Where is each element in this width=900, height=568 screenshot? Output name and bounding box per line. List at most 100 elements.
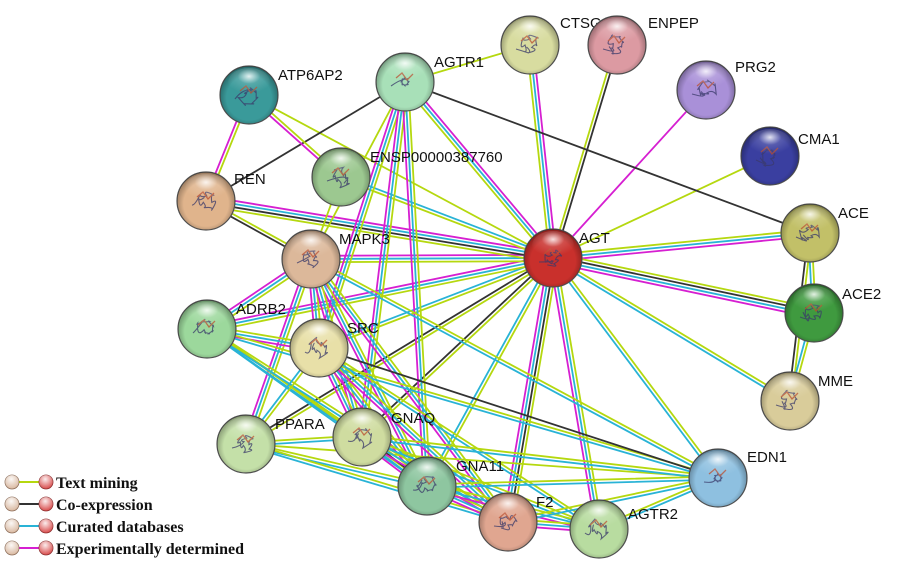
edge-evidence-experimental	[532, 43, 558, 259]
node-label: ACE	[838, 205, 869, 222]
node-label: ATP6AP2	[278, 67, 343, 84]
node-highlight	[532, 231, 574, 259]
edge-evidence-text	[320, 344, 512, 521]
edge-evidence-text	[426, 475, 719, 486]
edge-evidence-curated	[426, 478, 719, 489]
edge-evidence-curated	[317, 255, 554, 348]
edge-evidence-text	[553, 256, 721, 478]
node-agtr2[interactable]: AGTR2	[569, 499, 678, 559]
node-agtr1[interactable]: AGTR1	[375, 52, 484, 112]
edge-evidence-experimental	[502, 256, 550, 523]
edge-evidence-text	[552, 155, 771, 259]
node-highlight	[596, 18, 638, 46]
edge-agt-ace2	[551, 252, 816, 319]
legend-label: Experimentally determined	[56, 541, 244, 558]
node-label: REN	[234, 171, 266, 188]
edge-evidence-text	[245, 258, 555, 447]
node-highlight	[290, 232, 332, 260]
edge-evidence-text	[339, 177, 554, 261]
edge-evidence-curated	[552, 257, 600, 530]
node-prg2[interactable]: PRG2	[676, 59, 776, 120]
node-edn1[interactable]: EDN1	[688, 448, 787, 508]
edge-evidence-text	[310, 256, 720, 478]
edge-agt-src	[317, 255, 555, 351]
edge-evidence-curated	[205, 329, 428, 489]
edge-agt-ace	[551, 228, 812, 263]
edge-evidence-text	[318, 258, 555, 351]
edge-evidence-text	[551, 228, 811, 256]
edge-evidence-text	[511, 257, 559, 524]
node-agt[interactable]: AGT	[523, 228, 610, 288]
edge-evidence-text	[206, 260, 555, 334]
edge-agt-atp6ap2	[248, 94, 554, 259]
node-label: GNAQ	[391, 410, 435, 427]
node-ensp00000387760[interactable]: ENSP00000387760	[311, 147, 503, 207]
node-gnaq[interactable]: GNAQ	[332, 407, 435, 467]
edge-agt-agtr1	[401, 79, 557, 262]
node-highlight	[185, 174, 227, 202]
edge-agt-prg2	[552, 89, 707, 259]
edge-mapk3-edn1	[309, 256, 720, 481]
edge-evidence-curated	[244, 444, 509, 525]
edge-evidence-experimental	[406, 79, 557, 257]
node-highlight	[769, 374, 811, 402]
node-atp6ap2[interactable]: ATP6AP2	[219, 65, 343, 125]
node-label: AGTR2	[628, 506, 678, 523]
legend-item-curated: Curated databases	[4, 518, 184, 536]
edge-evidence-text	[245, 441, 510, 522]
node-highlight	[341, 410, 383, 438]
node-highlight	[749, 129, 791, 157]
node-ace[interactable]: ACE	[780, 203, 869, 263]
node-adrb2[interactable]: ADRB2	[177, 299, 286, 359]
node-highlight	[793, 286, 835, 314]
node-f2[interactable]: F2	[478, 492, 554, 552]
edge-evidence-text	[401, 83, 552, 262]
node-ren[interactable]: REN	[176, 171, 266, 231]
node-mme[interactable]: MME	[760, 371, 853, 431]
node-label: PRG2	[735, 59, 776, 76]
node-label: ADRB2	[236, 301, 286, 318]
edge-evidence-curated	[309, 259, 719, 481]
edge-agt-ppara	[244, 255, 555, 447]
edge-evidence-text	[550, 43, 617, 259]
edge-agtr1-src	[315, 80, 409, 350]
edge-evidence-text	[312, 256, 431, 486]
node-label: EDN1	[747, 449, 787, 466]
edge-evidence-coexpression	[244, 255, 554, 444]
edge-evidence-curated	[551, 258, 815, 316]
node-gna11[interactable]: GNA11	[397, 456, 504, 516]
node-label: AGTR1	[434, 54, 484, 71]
edge-evidence-text	[204, 204, 554, 264]
edge-evidence-curated	[317, 348, 599, 532]
edge-agt-ctsg	[525, 43, 558, 260]
legend-item-experimental: Experimentally determined	[4, 540, 244, 558]
node-highlight	[320, 150, 362, 178]
node-ctsg[interactable]: CTSG	[500, 15, 602, 75]
edge-agt-edn1	[550, 256, 721, 480]
node-enpep[interactable]: ENPEP	[587, 15, 699, 75]
edge-evidence-text	[361, 434, 720, 478]
node-ace2[interactable]: ACE2	[784, 283, 881, 343]
node-cma1[interactable]: CMA1	[740, 126, 840, 186]
node-highlight	[228, 68, 270, 96]
edge-evidence-text	[553, 252, 816, 310]
edge-evidence-coexpression	[552, 255, 816, 313]
edge-evidence-experimental	[552, 89, 707, 259]
node-src[interactable]: SRC	[289, 318, 379, 378]
node-label: AGT	[579, 230, 610, 247]
node-highlight	[509, 18, 551, 46]
node-label: ENSP00000387760	[370, 149, 503, 166]
edge-evidence-text	[552, 255, 792, 401]
node-highlight	[697, 451, 739, 479]
node-highlight	[578, 502, 620, 530]
edge-evidence-curated	[552, 232, 811, 259]
legend-label: Text mining	[56, 475, 138, 492]
node-label: ENPEP	[648, 15, 699, 32]
node-mapk3[interactable]: MAPK3	[281, 229, 390, 289]
edge-agt-enpep	[550, 43, 620, 260]
edge-evidence-text	[245, 441, 429, 486]
node-label: ACE2	[842, 286, 881, 303]
edge-evidence-text	[310, 260, 554, 264]
node-ppara[interactable]: PPARA	[216, 414, 325, 474]
edge-evidence-curated	[507, 478, 720, 525]
